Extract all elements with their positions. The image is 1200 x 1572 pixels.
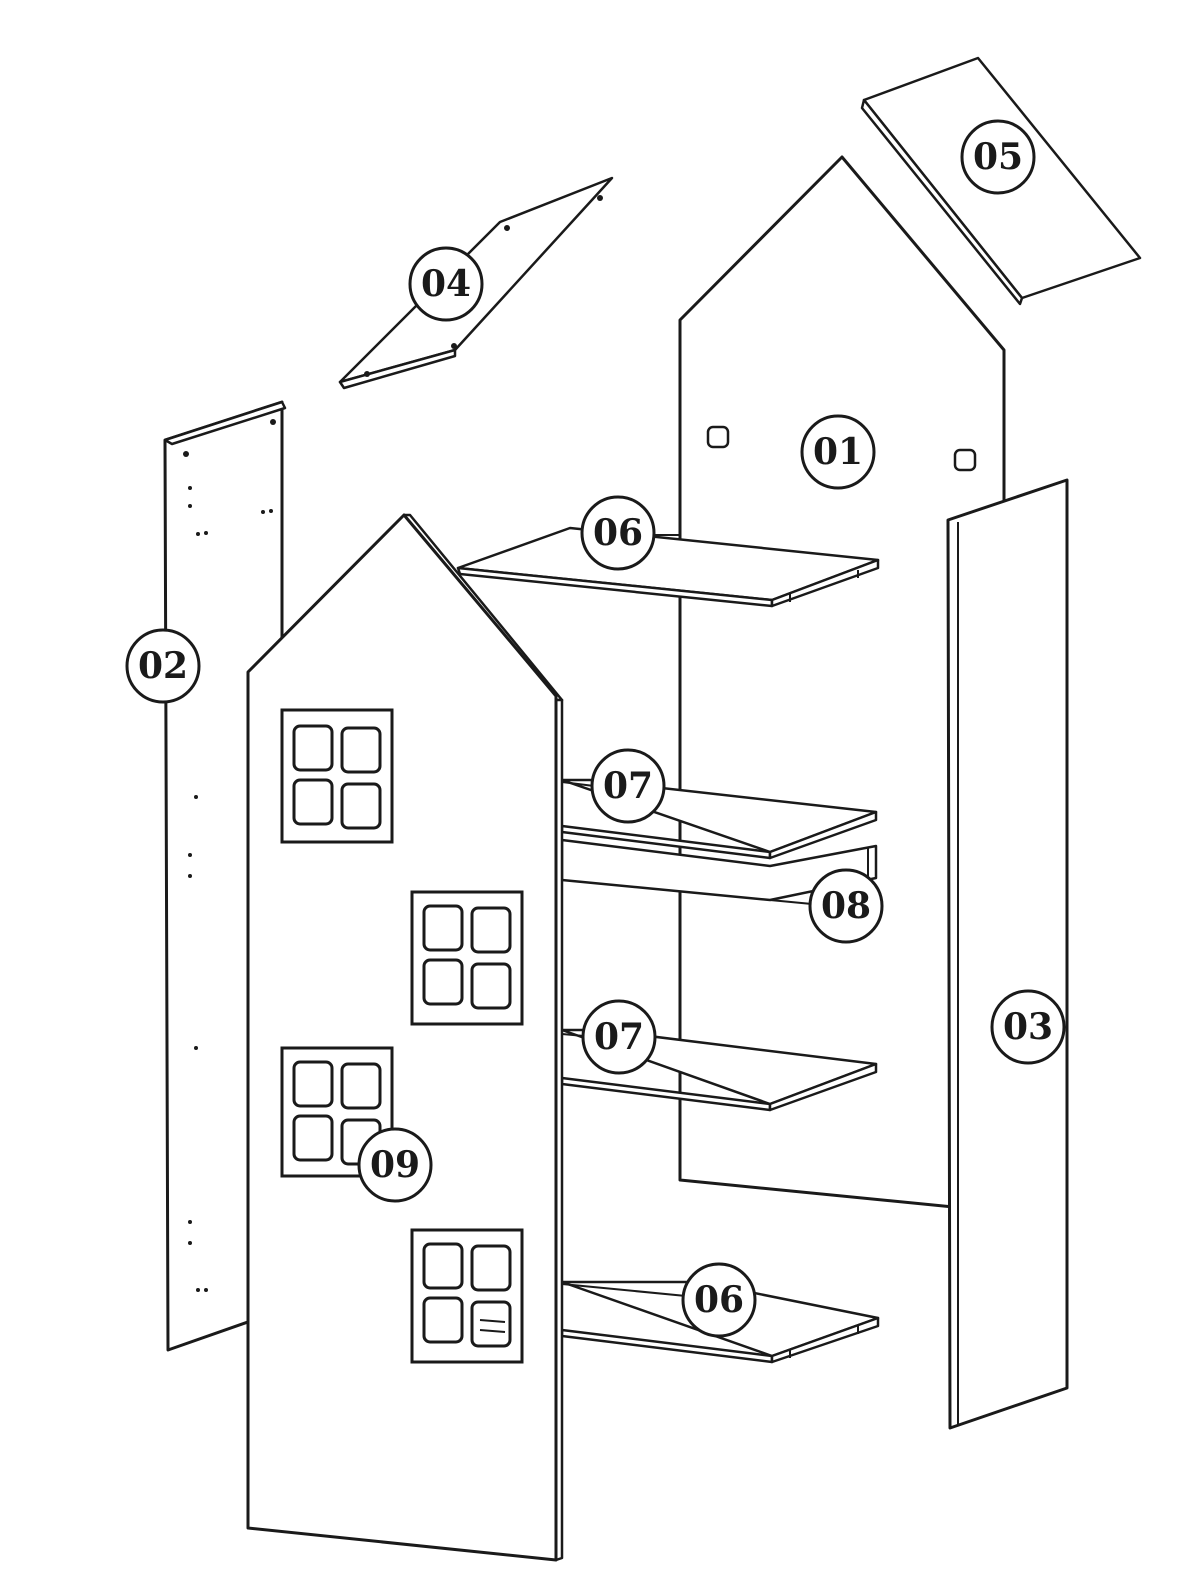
- shelf-06-top: [456, 526, 880, 608]
- side-panel-03: [946, 478, 1069, 1430]
- window-2: [410, 890, 524, 1026]
- callout-07-lower-label: 07: [594, 1016, 644, 1058]
- callout-07-lower: 07: [581, 999, 657, 1075]
- callout-06-top: 06: [580, 495, 656, 571]
- callout-06-bottom: 06: [681, 1262, 757, 1338]
- window-3: [280, 1046, 394, 1178]
- callout-03: 03: [990, 989, 1066, 1065]
- callout-08: 08: [808, 868, 884, 944]
- callout-09-label: 09: [370, 1144, 420, 1186]
- callout-07-upper: 07: [590, 748, 666, 824]
- window-1: [280, 708, 394, 844]
- callout-05-label: 05: [973, 136, 1023, 178]
- callout-05: 05: [960, 119, 1036, 195]
- window-4: [410, 1228, 524, 1364]
- leader-07-upper: [561, 781, 595, 787]
- front-panel-09: [246, 513, 564, 1562]
- callout-07-upper-label: 07: [603, 765, 653, 807]
- callout-06-top-label: 06: [593, 512, 643, 554]
- leader-08: [769, 899, 813, 905]
- callout-06-bottom-label: 06: [694, 1279, 744, 1321]
- callout-08-label: 08: [821, 885, 871, 927]
- callout-09: 09: [357, 1127, 433, 1203]
- callout-01: 01: [800, 414, 876, 490]
- callout-01-label: 01: [813, 431, 863, 473]
- callout-04: 04: [408, 246, 484, 322]
- callout-03-label: 03: [1003, 1006, 1053, 1048]
- leader-06-bottom: [561, 1283, 687, 1297]
- callout-02-label: 02: [138, 645, 188, 687]
- leader-07-lower: [561, 1033, 585, 1037]
- callout-04-label: 04: [421, 263, 471, 305]
- callout-02: 02: [125, 628, 201, 704]
